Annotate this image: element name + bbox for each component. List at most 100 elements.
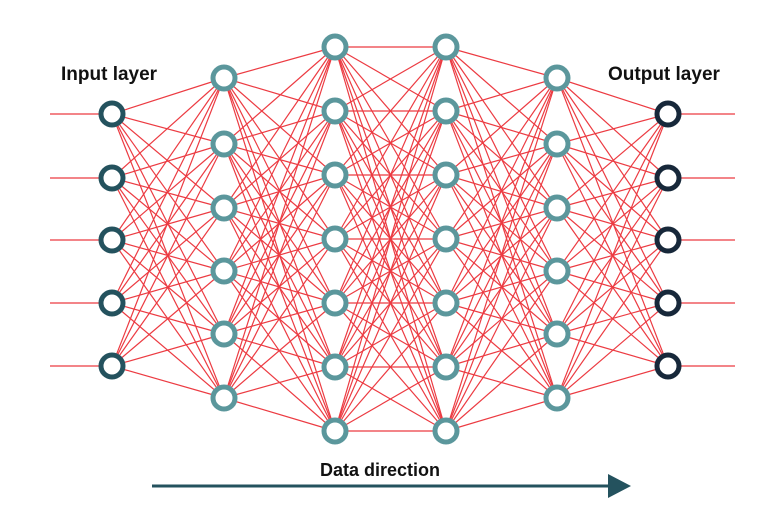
connection-edge [223, 46, 336, 145]
connection-edge [445, 397, 558, 432]
connection-edge [334, 302, 447, 432]
connection-edge [334, 46, 447, 240]
connection-edge [111, 77, 225, 241]
connection-edge [223, 302, 336, 399]
connection-edge [445, 77, 558, 304]
hidden-1-node [210, 320, 238, 348]
connection-edge [556, 365, 669, 399]
connection-edge [111, 143, 225, 179]
connection-edge [556, 177, 669, 399]
connection-edge [334, 238, 447, 432]
hidden-3-node [432, 353, 460, 381]
input-layer-label: Input layer [61, 64, 158, 85]
hidden-4-node [543, 194, 571, 222]
output-node [654, 289, 682, 317]
connection-edge [445, 270, 558, 432]
connection-edge [556, 302, 669, 399]
connection-edge [111, 207, 225, 367]
connection-edge [334, 46, 447, 368]
connection-edge [445, 77, 558, 432]
connection-edge [111, 365, 225, 399]
connection-edge [556, 77, 669, 367]
output-node [654, 164, 682, 192]
hidden-1-node [210, 384, 238, 412]
hidden-1-node [210, 64, 238, 92]
connection-edge [223, 46, 336, 399]
connection-edge [111, 143, 225, 241]
connection-edge [223, 110, 336, 399]
connection-edge [445, 77, 558, 176]
connection-edge [223, 77, 336, 112]
connection-edge [111, 77, 225, 367]
input-node [98, 352, 126, 380]
hidden-3-node [432, 289, 460, 317]
hidden-3-node [432, 161, 460, 189]
hidden-1-node [210, 257, 238, 285]
output-node [654, 352, 682, 380]
connection-edge [334, 110, 447, 432]
output-node [654, 100, 682, 128]
input-node [98, 226, 126, 254]
connection-edge [556, 77, 669, 304]
hidden-2-node [321, 97, 349, 125]
connection-edge [556, 239, 669, 399]
hidden-4-node [543, 130, 571, 158]
connection-edge [445, 110, 558, 145]
hidden-3-node [432, 225, 460, 253]
input-node [98, 289, 126, 317]
hidden-2-node [321, 33, 349, 61]
output-node [654, 226, 682, 254]
connection-edge [556, 113, 669, 399]
connection-edge [334, 366, 447, 432]
connection-edge [223, 397, 336, 432]
data-direction-label: Data direction [320, 460, 441, 480]
connection-edge [334, 46, 447, 304]
connection-edge [445, 207, 558, 432]
connection-edge [445, 143, 558, 432]
connection-edge [111, 77, 225, 304]
connection-edge [556, 77, 669, 115]
connection-edge [223, 46, 336, 272]
direction-arrow-head-icon [608, 474, 631, 498]
connection-edge [223, 46, 336, 335]
hidden-1-node [210, 130, 238, 158]
connection-edge [556, 113, 669, 272]
hidden-3-node [432, 97, 460, 125]
hidden-2-node [321, 225, 349, 253]
hidden-4-node [543, 320, 571, 348]
connection-edge [445, 77, 558, 240]
connection-edge [556, 113, 669, 145]
connection-edge [111, 333, 225, 367]
input-node [98, 164, 126, 192]
hidden-2-node [321, 161, 349, 189]
connection-edge [556, 77, 669, 241]
connection-edge [223, 238, 336, 399]
hidden-1-node [210, 194, 238, 222]
connection-edge [223, 46, 336, 209]
connection-edge [556, 113, 669, 209]
connection-edge [334, 46, 447, 176]
connection-edge [445, 46, 558, 79]
hidden-2-node [321, 353, 349, 381]
output-layer-label: Output layer [608, 64, 720, 85]
connection-edge [223, 174, 336, 399]
hidden-3-node [432, 33, 460, 61]
connection-edge [111, 270, 225, 367]
connection-edge [334, 46, 447, 112]
hidden-3-node [432, 417, 460, 445]
connection-edge [445, 77, 558, 112]
connection-edge [445, 333, 558, 432]
hidden-2-node [321, 289, 349, 317]
connection-edge [111, 77, 225, 115]
connection-edge [223, 366, 336, 399]
connection-edge [111, 177, 225, 209]
connection-edge [111, 113, 225, 145]
hidden-2-node [321, 417, 349, 445]
connection-edge [334, 46, 447, 432]
connection-edge [445, 77, 558, 368]
hidden-4-node [543, 384, 571, 412]
hidden-4-node [543, 64, 571, 92]
input-node [98, 100, 126, 128]
connection-edge [111, 77, 225, 179]
